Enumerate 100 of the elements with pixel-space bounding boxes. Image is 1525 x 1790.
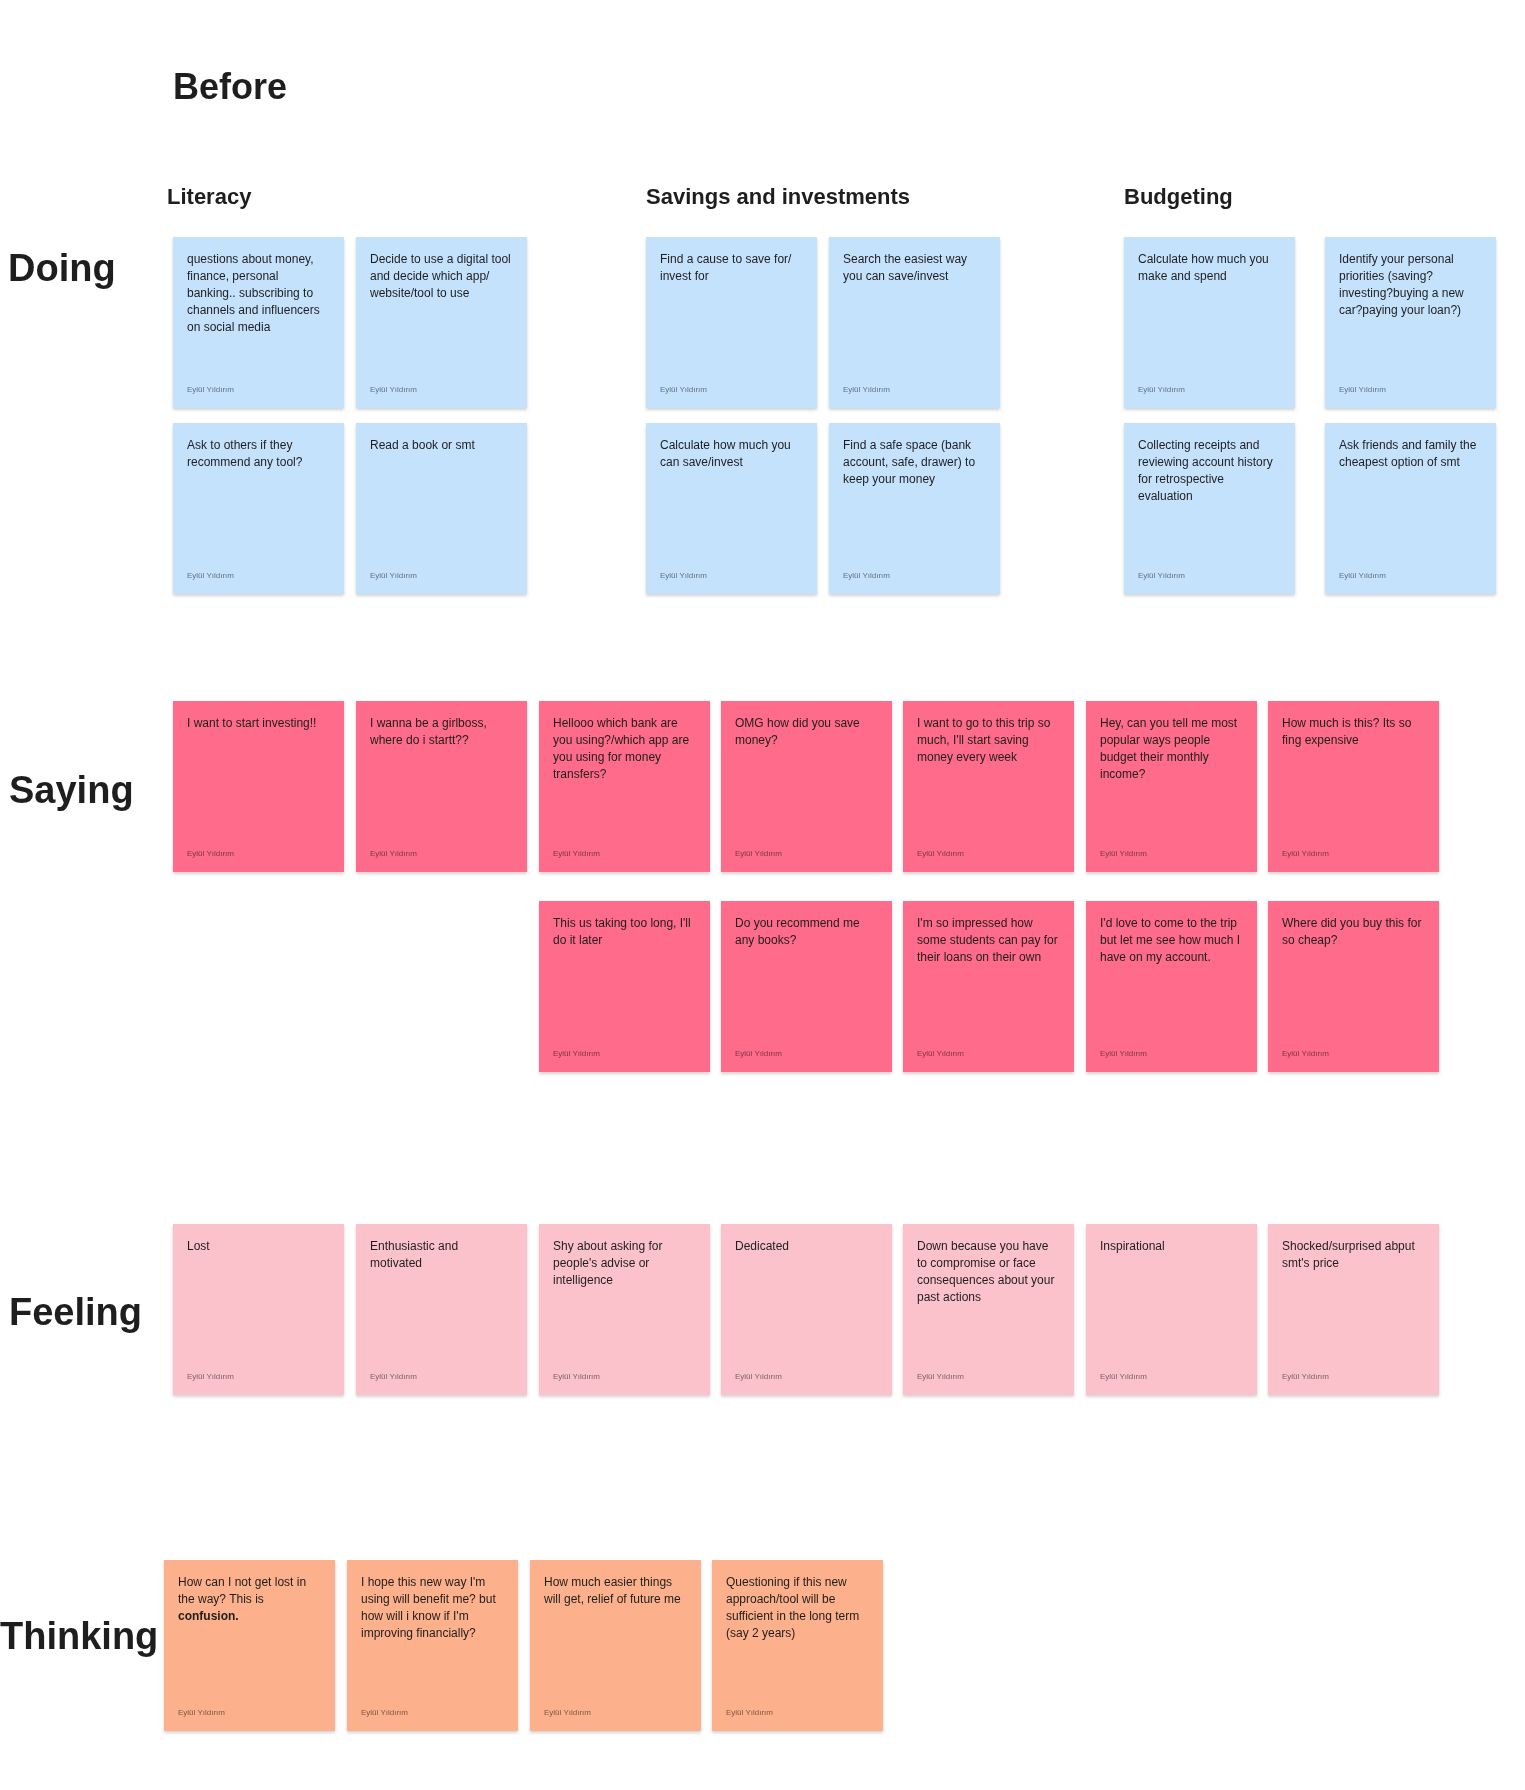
note-text: Dedicated bbox=[735, 1238, 791, 1255]
sticky-note bbox=[356, 237, 527, 408]
author-name: Eylül Yıldırım bbox=[370, 384, 417, 396]
note-text: I hope this new way I'm using will benefit me? but how will i know if I'm improving financially? bbox=[361, 1574, 497, 1642]
author-name: Eylül Yıldırım bbox=[187, 1371, 234, 1383]
note-text: I want to go to this trip so much, I'll start saving money every week bbox=[917, 715, 1052, 766]
sticky-note bbox=[173, 237, 344, 408]
sticky-note bbox=[1268, 701, 1439, 872]
sticky-note bbox=[173, 1224, 344, 1395]
note-text: I want to start investing!! bbox=[187, 715, 318, 732]
author-name: Eylül Yıldırım bbox=[1282, 848, 1329, 860]
author-name: Eylül Yıldırım bbox=[917, 1371, 964, 1383]
author-name: Eylül Yıldırım bbox=[361, 1707, 408, 1719]
author-name: Eylül Yıldırım bbox=[553, 1048, 600, 1060]
sticky-note bbox=[356, 423, 527, 594]
note-text: How much easier things will get, relief of future me bbox=[544, 1574, 682, 1608]
note-text: Ask friends and family the cheapest option of smt bbox=[1339, 437, 1478, 471]
author-name: Eylül Yıldırım bbox=[370, 1371, 417, 1383]
author-name: Eylül Yıldırım bbox=[917, 1048, 964, 1060]
note-text: I wanna be a girlboss, where do i startt?? bbox=[370, 715, 488, 749]
note-text: Where did you buy this for so cheap? bbox=[1282, 915, 1423, 949]
author-name: Eylül Yıldırım bbox=[370, 570, 417, 582]
note-text: Identify your personal priorities (saving? investing?buying a new car?paying your loan?) bbox=[1339, 251, 1465, 319]
row-heading: Feeling bbox=[9, 1290, 143, 1335]
sticky-note bbox=[903, 1224, 1074, 1395]
sticky-note bbox=[530, 1560, 701, 1731]
note-text: Shocked/surprised abput smt's price bbox=[1282, 1238, 1416, 1272]
sticky-note bbox=[1268, 1224, 1439, 1395]
author-name: Eylül Yıldırım bbox=[843, 570, 890, 582]
author-name: Eylül Yıldırım bbox=[1100, 1371, 1147, 1383]
note-text: I'd love to come to the trip but let me see how much I have on my account. bbox=[1100, 915, 1242, 966]
note-text: Down because you have to compromise or face consequences about your past actions bbox=[917, 1238, 1056, 1306]
sticky-note bbox=[347, 1560, 518, 1731]
note-text: Lost bbox=[187, 1238, 211, 1255]
page-title: Before bbox=[173, 65, 288, 109]
note-text: Calculate how much you make and spend bbox=[1138, 251, 1270, 285]
author-name: Eylül Yıldırım bbox=[660, 384, 707, 396]
author-name: Eylül Yıldırım bbox=[553, 1371, 600, 1383]
note-text: I'm so impressed how some students can pay for their loans on their own bbox=[917, 915, 1059, 966]
author-name: Eylül Yıldırım bbox=[917, 848, 964, 860]
sticky-note bbox=[1086, 701, 1257, 872]
author-name: Eylül Yıldırım bbox=[735, 1048, 782, 1060]
author-name: Eylül Yıldırım bbox=[187, 848, 234, 860]
sticky-note bbox=[903, 701, 1074, 872]
sticky-note bbox=[721, 901, 892, 1072]
author-name: Eylül Yıldırım bbox=[1100, 1048, 1147, 1060]
author-name: Eylül Yıldırım bbox=[1282, 1371, 1329, 1383]
sticky-note bbox=[356, 1224, 527, 1395]
note-text: Inspirational bbox=[1100, 1238, 1166, 1255]
note-text: Decide to use a digital tool and decide which app/ website/tool to use bbox=[370, 251, 512, 302]
note-text: Enthusiastic and motivated bbox=[370, 1238, 460, 1272]
note-text: Find a cause to save for/ invest for bbox=[660, 251, 793, 285]
author-name: Eylül Yıldırım bbox=[726, 1707, 773, 1719]
sticky-note bbox=[173, 423, 344, 594]
sticky-note bbox=[539, 901, 710, 1072]
note-text: OMG how did you save money? bbox=[735, 715, 861, 749]
sticky-note bbox=[1124, 237, 1295, 408]
sticky-note bbox=[539, 701, 710, 872]
note-text: Hellooo which bank are you using?/which app are you using for money transfers? bbox=[553, 715, 691, 783]
sticky-note bbox=[164, 1560, 335, 1731]
sticky-note bbox=[1086, 901, 1257, 1072]
author-name: Eylül Yıldırım bbox=[370, 848, 417, 860]
note-text: Collecting receipts and reviewing account history for retrospective evaluation bbox=[1138, 437, 1274, 505]
author-name: Eylül Yıldırım bbox=[1138, 570, 1185, 582]
author-name: Eylül Yıldırım bbox=[735, 1371, 782, 1383]
author-name: Eylül Yıldırım bbox=[187, 384, 234, 396]
sticky-note bbox=[646, 237, 817, 408]
author-name: Eylül Yıldırım bbox=[843, 384, 890, 396]
author-name: Eylül Yıldırım bbox=[735, 848, 782, 860]
note-text: Questioning if this new approach/tool will be sufficient in the long term (say 2 years) bbox=[726, 1574, 861, 1642]
author-name: Eylül Yıldırım bbox=[544, 1707, 591, 1719]
note-text: Calculate how much you can save/invest bbox=[660, 437, 792, 471]
sticky-note bbox=[1268, 901, 1439, 1072]
note-text: Find a safe space (bank account, safe, drawer) to keep your money bbox=[843, 437, 977, 488]
sticky-note bbox=[829, 423, 1000, 594]
note-text: This us taking too long, I'll do it later bbox=[553, 915, 692, 949]
sticky-note bbox=[721, 701, 892, 872]
sticky-note bbox=[829, 237, 1000, 408]
note-text: Shy about asking for people's advise or intelligence bbox=[553, 1238, 664, 1289]
author-name: Eylül Yıldırım bbox=[1138, 384, 1185, 396]
note-text: Search the easiest way you can save/invest bbox=[843, 251, 969, 285]
note-text: Read a book or smt bbox=[370, 437, 476, 454]
sticky-note bbox=[173, 701, 344, 872]
note-text: Hey, can you tell me most popular ways people budget their monthly income? bbox=[1100, 715, 1239, 783]
row-heading: Saying bbox=[9, 768, 134, 813]
note-text: questions about money, finance, personal banking.. subscribing to channels and influencers on social media bbox=[187, 251, 321, 336]
note-text: Do you recommend me any books? bbox=[735, 915, 861, 949]
row-heading: Doing bbox=[8, 246, 116, 291]
sticky-note bbox=[903, 901, 1074, 1072]
sticky-note bbox=[646, 423, 817, 594]
author-name: Eylül Yıldırım bbox=[1339, 384, 1386, 396]
sticky-note bbox=[721, 1224, 892, 1395]
section-heading: Savings and investments bbox=[646, 183, 911, 211]
section-heading: Budgeting bbox=[1124, 183, 1233, 211]
section-heading: Literacy bbox=[167, 183, 252, 211]
row-heading: Thinking bbox=[0, 1614, 159, 1659]
author-name: Eylül Yıldırım bbox=[187, 570, 234, 582]
sticky-note bbox=[712, 1560, 883, 1731]
author-name: Eylül Yıldırım bbox=[553, 848, 600, 860]
sticky-note bbox=[1124, 423, 1295, 594]
